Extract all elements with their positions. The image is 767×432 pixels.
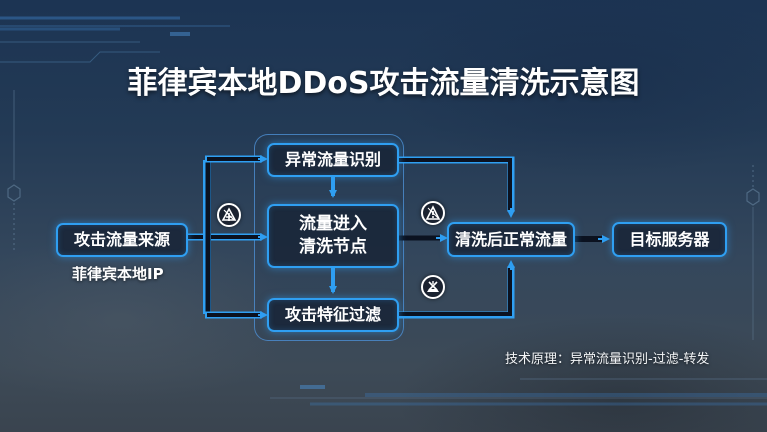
anomaly-detection-node[interactable]: 异常流量识别 (267, 143, 399, 177)
target-server-label: 目标服务器 (629, 229, 710, 249)
target-server-node[interactable]: 目标服务器 (612, 222, 727, 257)
page-title: 菲律宾本地DDoS攻击流量清洗示意图 (127, 66, 640, 101)
clean-traffic-label: 清洗后正常流量 (454, 229, 567, 249)
alert-triangle-icon (421, 201, 445, 225)
attack-source-sublabel: 菲律宾本地IP (72, 265, 164, 283)
attack-filter-label: 攻击特征过滤 (284, 305, 381, 324)
anomaly-detection-label: 异常流量识别 (284, 150, 381, 169)
attack-filter-node[interactable]: 攻击特征过滤 (267, 298, 399, 332)
scrubbing-node-line1: 流量进入 (299, 214, 367, 234)
technical-principle-note: 技术原理：异常流量识别-过滤-转发 (505, 352, 710, 367)
clean-traffic-node[interactable]: 清洗后正常流量 (447, 222, 575, 257)
filter-block-icon (421, 275, 445, 299)
attack-source-label: 攻击流量来源 (73, 230, 170, 249)
scrubbing-node-line2: 清洗节点 (299, 237, 367, 257)
scrubbing-node[interactable]: 流量进入 清洗节点 (267, 204, 399, 268)
attack-source-node[interactable]: 攻击流量来源 (56, 223, 188, 257)
attack-warning-icon (217, 203, 241, 227)
